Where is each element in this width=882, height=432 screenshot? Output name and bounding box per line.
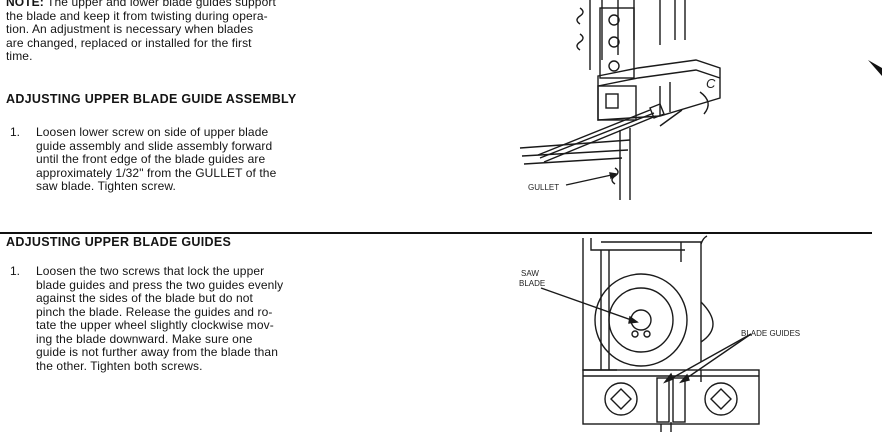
- section-heading-upper-blade-guides: ADJUSTING UPPER BLADE GUIDES: [6, 235, 232, 249]
- step-line-2: guide assembly and slide assembly forwar…: [36, 138, 273, 153]
- note-line-3: tion. An adjustment is necessary when bl…: [6, 22, 254, 36]
- figure-label-c: C: [706, 76, 716, 91]
- figure-label-saw: SAW: [521, 269, 539, 278]
- figure-label-gullet: GULLET: [528, 183, 559, 192]
- step-line-1: Loosen the two screws that lock the uppe…: [36, 264, 265, 278]
- note-line-5: time.: [6, 49, 33, 63]
- note-line-4: are changed, replaced or installed for t…: [6, 35, 252, 50]
- note-paragraph: NOTE: The upper and lower blade guides s…: [6, 0, 438, 64]
- note-line-1: The upper and lower blade guides support: [47, 0, 276, 9]
- section-divider: [0, 232, 872, 234]
- step-line-3: against the sides of the blade but do no…: [36, 291, 253, 305]
- step-item: 1. Loosen lower screw on side of upper b…: [6, 125, 438, 194]
- step-line-7: guide is not further away from the blade…: [36, 345, 278, 359]
- figure-upper-blade-guides: SAW BLADE BLADE GUIDES: [505, 232, 805, 432]
- step-line-5: saw blade. Tighten screw.: [36, 179, 176, 193]
- step-line-8: the other. Tighten both screws.: [36, 358, 203, 373]
- step-line-4: pinch the blade. Release the guides and …: [36, 304, 273, 319]
- step-item: 1. Loosen the two screws that lock the u…: [6, 264, 438, 373]
- step-line-3: until the front edge of the blade guides…: [36, 152, 266, 166]
- step-number: 1.: [10, 125, 21, 139]
- step-line-4: approximately 1/32" from the GULLET of t…: [36, 165, 277, 180]
- figure-label-blade-guides: BLADE GUIDES: [741, 329, 800, 338]
- step-line-1: Loosen lower screw on side of upper blad…: [36, 125, 269, 139]
- step-line-2: blade guides and press the two guides ev…: [36, 277, 284, 292]
- step-line-6: ing the blade downward. Make sure one: [36, 331, 253, 346]
- figure-1-drawing: C GULLET: [519, 0, 721, 200]
- section-heading-upper-blade-guide-assembly: ADJUSTING UPPER BLADE GUIDE ASSEMBLY: [6, 92, 297, 106]
- step-line-5: tate the upper wheel slightly clockwise …: [36, 318, 274, 332]
- figure-upper-blade-guide-assembly: C GULLET: [510, 0, 740, 215]
- step-number: 1.: [10, 264, 21, 278]
- note-label: NOTE:: [6, 0, 44, 9]
- figure-label-blade: BLADE: [519, 279, 545, 288]
- note-line-2: the blade and keep it from twisting duri…: [6, 8, 268, 23]
- figure-2-drawing: SAW BLADE BLADE GUIDES: [519, 235, 800, 432]
- page-edge-mark: [868, 56, 882, 81]
